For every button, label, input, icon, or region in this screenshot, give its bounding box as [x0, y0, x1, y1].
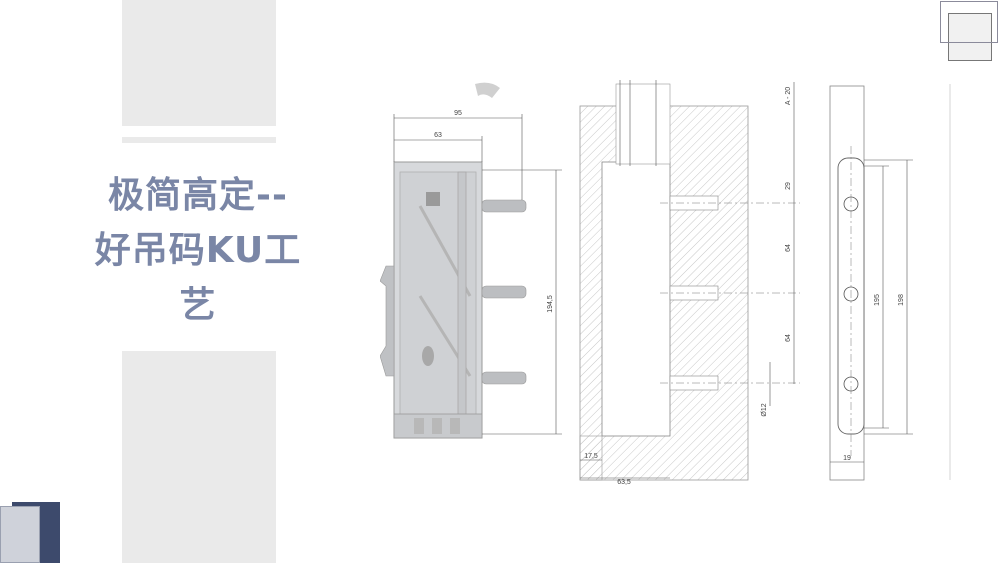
technical-drawing: 95 63 194,5 A - 20 29 64 64 Ø12 17,5 63: [380, 80, 951, 486]
decor-square-top-right-inner: [948, 13, 992, 61]
dim-17-5: 17,5: [584, 453, 598, 460]
rail-front-view: 195 198 19: [829, 84, 951, 481]
decor-square-bottom-left-light: [0, 506, 40, 563]
dim-19: 19: [843, 455, 851, 462]
slide-title: 极简高定-- 好吊码KU工 艺: [72, 168, 324, 333]
decor-panel-top: [122, 0, 276, 126]
title-line-1: 极简高定--: [108, 175, 288, 216]
hanger-side-view: 95 63 194,5: [380, 82, 562, 439]
pin-bottom: [481, 371, 527, 385]
dim-198: 198: [898, 294, 905, 306]
dim-64-b: 64: [785, 334, 792, 342]
decor-square-top-right-outer: [940, 1, 998, 43]
dim-95: 95: [454, 110, 462, 117]
section-view: A - 20 29 64 64 Ø12 17,5 63,5: [579, 80, 800, 486]
dim-194-5: 194,5: [547, 295, 554, 313]
decor-panel-bottom: [122, 351, 276, 563]
title-line-3: 艺: [179, 285, 217, 326]
dim-63-5: 63,5: [617, 479, 631, 486]
dim-a20: A - 20: [785, 87, 792, 105]
pin-middle: [481, 285, 527, 299]
decor-bar: [122, 137, 276, 143]
hook-shape: [475, 82, 500, 98]
dim-64-a: 64: [785, 244, 792, 252]
dim-diameter-12: Ø12: [761, 403, 768, 416]
dim-63: 63: [434, 132, 442, 139]
pin-top: [481, 199, 527, 213]
dim-29: 29: [785, 182, 792, 190]
title-line-2: 好吊码KU工: [94, 230, 302, 271]
dim-195: 195: [874, 294, 881, 306]
